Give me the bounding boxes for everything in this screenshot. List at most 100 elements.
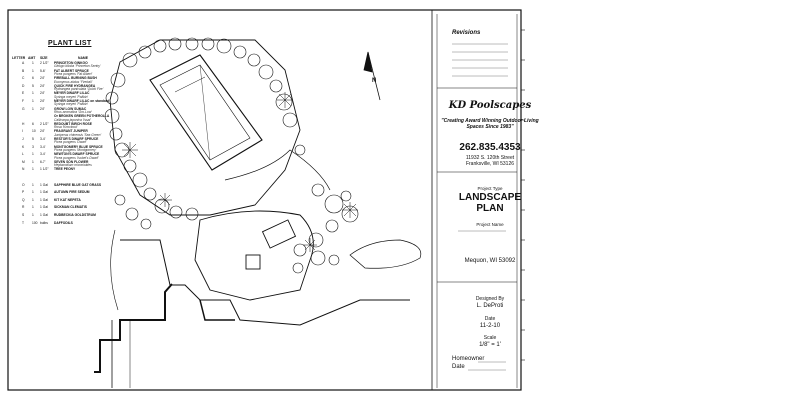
plant-letter: B: [22, 68, 25, 73]
plant-botanical-name: Ginkgo biloba 'Princeton Sentry': [54, 64, 101, 69]
plant-size: 1 Gal: [40, 213, 48, 217]
plant-size: 1 Gal: [40, 205, 48, 210]
plant-size: 6-7': [40, 159, 46, 164]
plant-letter: P: [22, 190, 25, 195]
plant-amount: 1: [32, 205, 34, 210]
plant-letter: G: [22, 106, 25, 111]
designed-by-label: Designed By: [475, 296, 505, 302]
plant-letter: S: [22, 213, 25, 217]
plant-amount: 1: [32, 167, 34, 172]
garden-bed: [349, 239, 422, 269]
plant-letter: O: [22, 182, 25, 187]
north-arrow-graphic: [363, 51, 381, 101]
company-tagline: "Creating Award Winning Outdoor Living S…: [441, 118, 539, 130]
plant-botanical-name: Picea pungens 'Isobel's Dwarf': [54, 155, 99, 160]
plant-name: QUICK FIRE HYDRANGEA: [54, 83, 96, 88]
plant-list-header-name: NAME: [78, 56, 88, 60]
plant-amount: 6: [32, 76, 34, 81]
plant-size: 3-4': [40, 144, 46, 149]
plant-letter: R: [22, 205, 25, 210]
plant-amount: 1: [32, 91, 34, 96]
date-value: 11-2-10: [479, 323, 501, 329]
project-type-label: Project Type: [477, 186, 503, 191]
plant-name: FIREBALL BURNING BUSH: [54, 76, 97, 81]
plant-size: 3-4': [40, 137, 46, 141]
plant-letter: L: [22, 152, 24, 157]
plant-letter: K: [22, 144, 25, 149]
plant-size: 24": [40, 76, 45, 81]
plant-letter: N: [22, 167, 25, 172]
plant-name: RESTOR'S DWARF SPRUCE: [54, 137, 99, 141]
plant-amount: 1: [32, 182, 34, 187]
plant-amount: 1: [32, 152, 34, 157]
plant-size: 1 1/2": [40, 167, 49, 172]
plant-letter: Q: [22, 197, 25, 202]
plant-size: bulbs: [40, 220, 48, 225]
plant-letter: D: [22, 83, 25, 88]
plant-amount: 3: [32, 144, 34, 149]
firepit: [245, 254, 261, 270]
plant-name: MEYER DWARF LILAC on standard: [54, 99, 110, 103]
plan-title-line2: PLAN: [476, 203, 504, 214]
signature-date-label: Date: [452, 364, 465, 370]
north-arrow-label: N: [372, 78, 377, 84]
plant-letter: M: [22, 159, 25, 164]
plant-letter: H: [22, 121, 25, 126]
plant-letter: C: [22, 76, 25, 81]
company-phone: 262.835.4353: [459, 142, 521, 153]
plant-list-header-letter: LETTER: [12, 56, 26, 60]
plant-botanical-name: Picea pungens 'Fat Albert': [54, 71, 93, 76]
plant-botanical-name: Rosa 'Knockout': [54, 125, 78, 130]
outdoor-kitchen: [261, 219, 297, 249]
plant-list-title: PLANT LIST: [48, 40, 92, 47]
patio-and-house: [94, 210, 422, 388]
patio: [194, 210, 314, 301]
company-address-line2: Franksville, WI 53126: [465, 161, 515, 167]
company-address-line1: 11932 S. 120th Street: [465, 155, 515, 161]
plant-botanical-name: Picea pungens 'Dwarf': [54, 140, 87, 145]
scale-value: 1/8" = 1': [479, 342, 501, 348]
company-logo: KD Poolscapes: [448, 100, 532, 111]
plant-size: 3-4': [40, 152, 46, 157]
plant-amount: 1: [32, 213, 34, 217]
plant-list-header-amt: AMT: [28, 56, 36, 60]
project-location: Mequon, WI 53092: [464, 258, 516, 264]
plant-amount: 5: [32, 137, 34, 141]
plant-amount: 1: [32, 61, 34, 65]
plant-letter: J: [22, 137, 24, 141]
plant-botanical-name: Syringa meyeri 'Palibin': [54, 102, 89, 107]
plant-botanical-name: Syringa meyeri 'Palibin': [54, 94, 89, 99]
homeowner-signature-label: Homeowner: [452, 356, 485, 362]
revisions-label: Revisions: [452, 30, 481, 36]
plant-name: FRAGRANT JUNIPER: [54, 129, 88, 134]
plant-list-header-size: SIZE: [40, 56, 48, 60]
plant-amount: 10: [32, 129, 36, 134]
plant-name: MEYER DWARF LILAC: [54, 91, 90, 96]
plant-name: DAFFODILS: [54, 220, 73, 225]
plant-name: SAPPHIRE BLUE OAT GRASS: [54, 182, 102, 187]
plant-amount: 1: [32, 106, 34, 111]
plant-name: KIT KAT NEPETA: [54, 197, 81, 202]
plan-title-line1: LANDSCAPE: [458, 192, 522, 203]
plant-size: 2 1/2": [40, 61, 49, 65]
plant-letter: F: [22, 99, 25, 103]
plant-botanical-name: Callicarpa japonica 'Issai': [54, 117, 91, 122]
plant-letter: T: [22, 220, 25, 225]
revision-lines: [452, 43, 508, 371]
sheet-border: [7, 9, 522, 391]
plant-amount: 1: [32, 190, 34, 195]
plant-size: 1 Gal: [40, 190, 48, 195]
plant-botanical-name: Hydrangea paniculata 'Quick Fire': [54, 87, 104, 92]
plant-botanical-name: Heptacodium miconioides: [54, 163, 92, 168]
plant-botanical-name: Euonymus alatus 'Fireball': [54, 79, 93, 84]
plant-botanical-name: Juniperus chinensis 'Sea Green': [54, 132, 102, 137]
plant-name: PRINCETON GINKGO: [54, 61, 88, 65]
plant-name: NEWTON'S DWARF SPRUCE: [54, 152, 100, 157]
plant-botanical-name: Picea pungens 'Montgomery': [54, 147, 97, 152]
plant-size: 1 Gal: [40, 197, 48, 202]
plant-size: 24": [40, 106, 45, 111]
plant-size: 5-6': [40, 68, 46, 73]
plant-name: MONTGOMERY BLUE SPRUCE: [54, 144, 103, 149]
